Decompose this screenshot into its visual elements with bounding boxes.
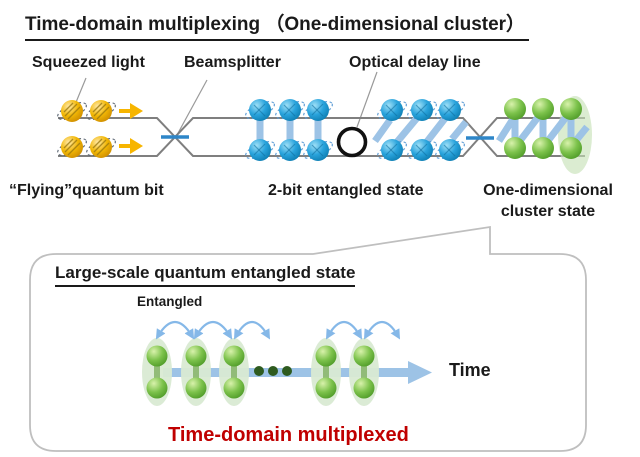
time-label: Time [449, 360, 491, 380]
slide-title: Time-domain multiplexing （One-dimensiona… [25, 9, 530, 41]
cluster-label-line1: One-dimensional [483, 182, 613, 199]
two-bit-entangled-state-label: 2-bit entangled state [268, 182, 424, 199]
cluster-state-qubits [504, 98, 582, 159]
entangled-pair-qubits [245, 99, 465, 161]
flying-quantum-bit-label: “Flying”quantum bit [9, 182, 164, 199]
callout-box [29, 225, 587, 452]
entangled-chain [142, 338, 379, 406]
entangled-label: Entangled [137, 294, 203, 309]
beamsplitter-ticks [161, 135, 494, 140]
optical-delay-line-label: Optical delay line [349, 54, 481, 71]
time-domain-multiplexed-label: Time-domain multiplexed [168, 424, 409, 446]
callout-heading: Large-scale quantum entangled state [55, 263, 356, 287]
cluster-label-line2: cluster state [500, 203, 596, 220]
beamsplitter-label: Beamsplitter [184, 54, 281, 71]
squeezed-light-qubits [57, 100, 116, 158]
one-dimensional-cluster-label: One-dimensional cluster state [475, 180, 621, 222]
leader-lines [71, 71, 378, 136]
squeezed-light-label: Squeezed light [32, 54, 145, 71]
optical-delay-line-loop [336, 126, 368, 158]
light-direction-arrows [119, 103, 143, 154]
entanglement-arcs [155, 320, 401, 340]
